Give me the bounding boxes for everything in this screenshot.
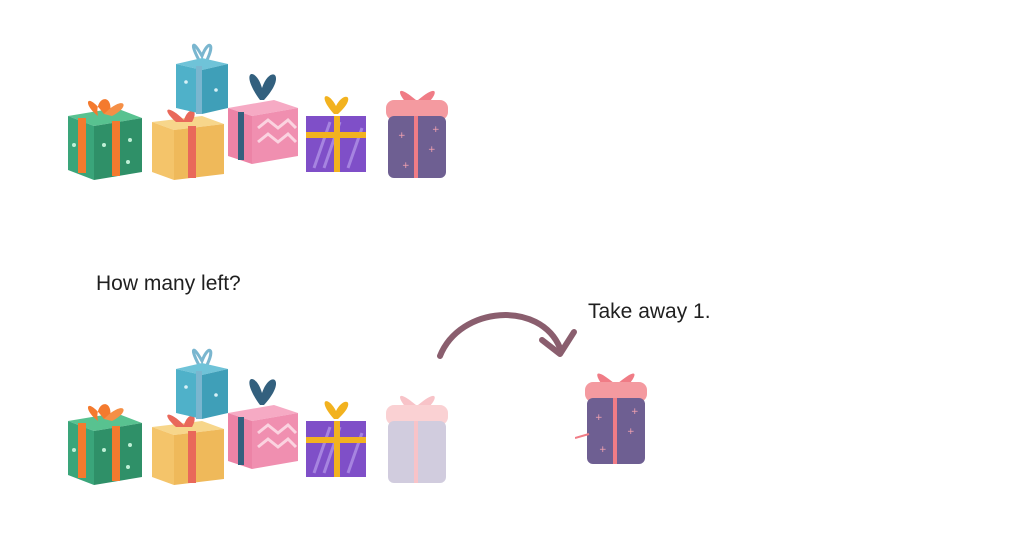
svg-text:+: + xyxy=(631,407,639,417)
question-text: How many left? xyxy=(96,272,241,295)
take-away-arrow-icon xyxy=(430,300,590,375)
green-gift-icon xyxy=(64,90,146,182)
blue-gift-icon xyxy=(172,42,232,116)
purple-gift-icon xyxy=(304,92,368,176)
yellow-gift-icon xyxy=(148,409,228,487)
instruction-text: Take away 1. xyxy=(588,300,711,323)
svg-text:+: + xyxy=(595,413,603,423)
yellow-gift-icon xyxy=(148,104,228,182)
svg-text:+: + xyxy=(398,131,406,141)
pink-gift-icon xyxy=(224,68,300,168)
faded-lavender-gift-icon xyxy=(382,387,452,485)
svg-text:+: + xyxy=(432,125,440,135)
lavender-gift-icon: + + + + xyxy=(382,82,452,180)
svg-text:+: + xyxy=(402,161,410,171)
blue-gift-icon xyxy=(172,347,232,421)
gift-row-top: + + + + xyxy=(60,40,460,190)
green-gift-icon xyxy=(64,395,146,487)
taken-away-gift-icon: + + + + xyxy=(574,362,655,471)
pink-gift-icon xyxy=(224,373,300,473)
svg-text:+: + xyxy=(599,445,607,455)
gift-row-bottom xyxy=(60,345,460,495)
purple-gift-icon xyxy=(304,397,368,481)
svg-text:+: + xyxy=(428,145,436,155)
svg-text:+: + xyxy=(627,427,635,437)
